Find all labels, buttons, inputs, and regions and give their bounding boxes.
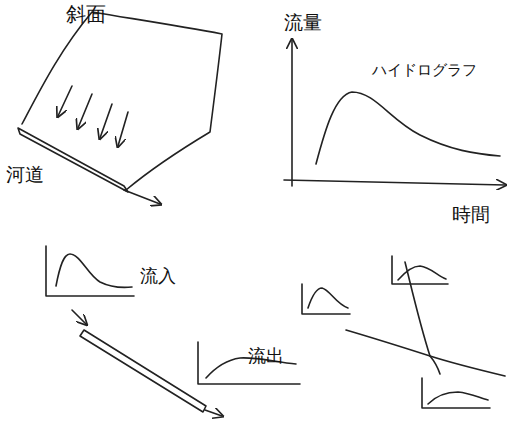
outflow-arrow [205,410,222,416]
mini-graph-axes [422,378,490,408]
slope-label: 斜面 [66,3,106,25]
y-axis-label: 流量 [284,12,322,33]
mini-graph-curve [308,288,348,308]
river-main [346,330,505,376]
channel-flow-arrow [124,190,160,204]
runoff-arrow [100,104,112,138]
outflow-label: 流出 [248,346,284,366]
runoff-arrow [78,94,92,128]
channel-segment [80,330,206,412]
x-axis-label: 時間 [452,204,490,225]
runoff-arrow [58,86,72,116]
runoff-arrow [118,112,128,146]
hydrograph-curve [316,92,500,164]
slope-surface [22,12,222,190]
mini-graph-axes [392,256,448,284]
inflow-axes [46,246,134,296]
inflow-label: 流入 [140,266,176,286]
river-tributary [405,262,430,356]
inflow-curve [56,254,132,287]
outflow-axes [198,342,300,384]
inflow-arrow [72,310,86,324]
x-axis [284,180,505,185]
channel-label: 河道 [6,164,44,185]
mini-graph-curve [428,392,488,404]
y-axis [291,40,293,186]
river-outlet-branch [430,356,440,374]
mini-graph-axes [302,284,350,314]
mini-graph-curve [398,266,446,280]
hydrograph-label: ハイドログラフ [372,62,477,79]
